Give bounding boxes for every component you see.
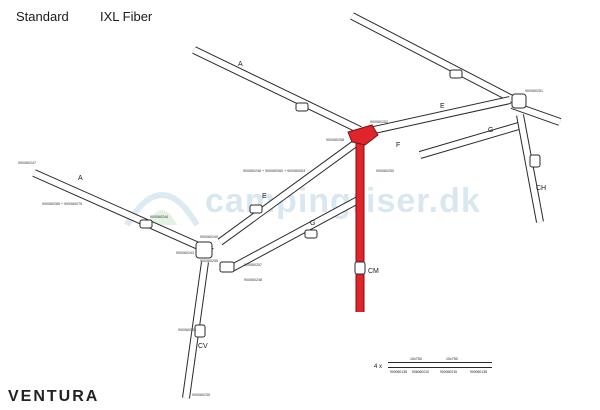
legend-length: 10x750 bbox=[446, 357, 458, 361]
clamp-ch bbox=[529, 154, 541, 168]
brand-logo: VENTURA bbox=[8, 388, 100, 405]
legend-part-number: 906060010 bbox=[412, 370, 429, 374]
connector-g-mid bbox=[219, 261, 235, 273]
part-number: 900060249 bbox=[200, 235, 218, 239]
pole-ch-leg bbox=[516, 114, 544, 223]
variant-label-ixl-fiber: IXL Fiber bbox=[100, 9, 153, 24]
connector-corner-left bbox=[195, 241, 213, 259]
clamp-upper-1 bbox=[449, 69, 463, 79]
watermark-text: campingriser.dk bbox=[205, 182, 481, 220]
part-number: 900060246 + 900060060 + 900060063 bbox=[243, 169, 305, 173]
clamp-a-left bbox=[139, 219, 153, 229]
part-number: 900060235 bbox=[192, 393, 210, 397]
pole-a-top bbox=[192, 46, 362, 134]
label-g-mid: G bbox=[310, 220, 315, 227]
pole-g-mid bbox=[230, 196, 360, 272]
legend-part-number: 900060015 bbox=[440, 370, 457, 374]
label-e: E bbox=[440, 103, 445, 110]
legend-part-number: 900060138 bbox=[470, 370, 487, 374]
pole-cm-center bbox=[347, 124, 379, 312]
connector-corner-right bbox=[511, 93, 527, 109]
label-cv: CV bbox=[198, 343, 208, 350]
pole-a-left bbox=[32, 169, 214, 256]
part-number: 900060248 bbox=[244, 278, 262, 282]
pole-roof-back bbox=[350, 12, 520, 106]
part-number: 900060285 + 900060075 bbox=[42, 202, 82, 206]
label-a-left: A bbox=[78, 175, 83, 182]
part-number: 900060243 bbox=[176, 251, 194, 255]
clamp-a-top bbox=[295, 102, 309, 112]
part-number: 900060257 bbox=[244, 263, 262, 267]
label-a-top: A bbox=[238, 61, 243, 68]
clamp-cm bbox=[354, 261, 366, 275]
legend-part-number: 900060138 bbox=[390, 370, 407, 374]
part-number: 900060255 bbox=[200, 259, 218, 263]
part-number: 900060247 bbox=[18, 161, 36, 165]
label-cm: CM bbox=[368, 268, 379, 275]
part-number: 900060251 bbox=[525, 89, 543, 93]
variant-label-standard: Standard bbox=[16, 9, 69, 24]
part-number: 900060244 bbox=[150, 215, 168, 219]
legend-quantity: 4 x bbox=[374, 364, 382, 370]
pole-e-upper bbox=[364, 96, 511, 136]
label-f: F bbox=[396, 142, 400, 149]
part-number: 900060253 bbox=[178, 328, 196, 332]
legend-length: 10x750 bbox=[410, 357, 422, 361]
clamp-g-mid bbox=[304, 229, 318, 239]
part-number: 900060250 bbox=[376, 169, 394, 173]
label-g-right: G bbox=[488, 127, 493, 134]
label-e-mid: E bbox=[262, 193, 267, 200]
part-number: 900060258 bbox=[326, 138, 344, 142]
clamp-cv bbox=[194, 324, 206, 338]
part-number: 900060252 bbox=[370, 120, 388, 124]
pole-e-mid bbox=[217, 136, 363, 246]
label-ch: CH bbox=[536, 185, 546, 192]
pole-g-right bbox=[418, 121, 524, 159]
clamp-e-mid bbox=[249, 204, 263, 214]
